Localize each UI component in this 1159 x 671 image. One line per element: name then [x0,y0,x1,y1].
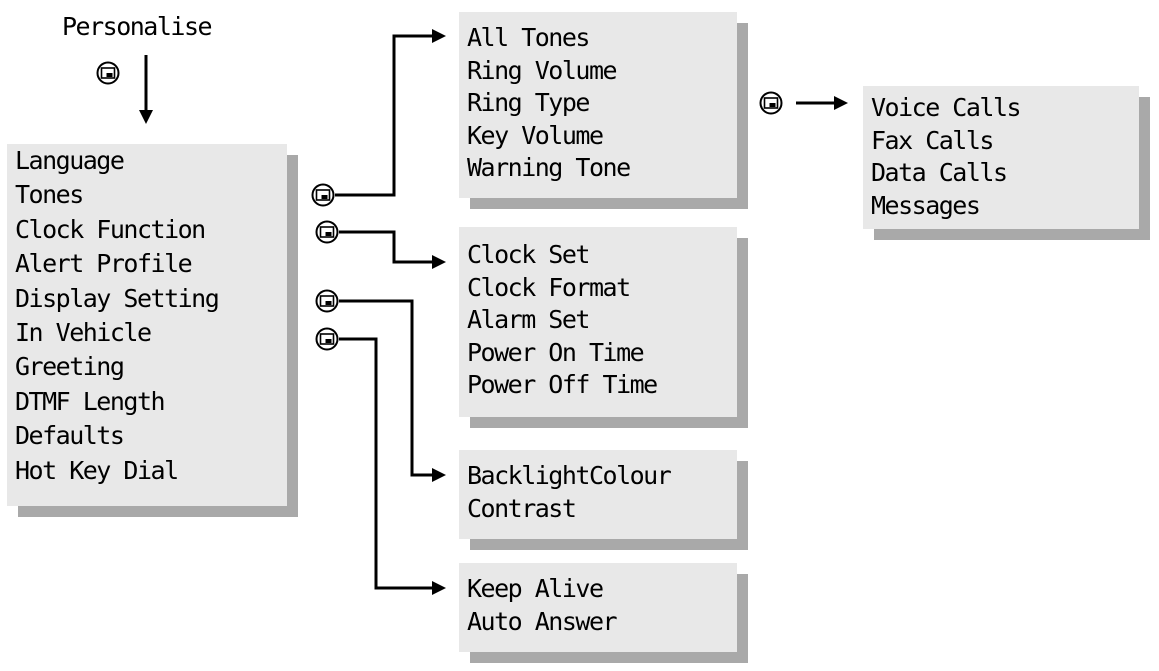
main-menu: Language Tones Clock Function Alert Prof… [7,144,287,506]
submenu-item-all-tones: All Tones [467,23,590,52]
menu-item-hot-key-dial: Hot Key Dial [15,455,179,485]
submenu-item-auto-answer: Auto Answer [467,606,618,636]
select-key-icon [315,220,339,244]
submenu-item-backlight-colour: BacklightColour [467,461,672,490]
submenu-item-voice-calls: Voice Calls [871,93,1022,122]
menu-item-defaults: Defaults [15,421,125,451]
menu-item-language: Language [15,146,125,175]
diagram-title: Personalise [62,12,213,41]
connector-clock-function [339,230,446,269]
menu-item-tones: Tones [15,180,84,210]
display-setting-submenu: BacklightColour Contrast [459,450,737,539]
submenu-item-keep-alive: Keep Alive [467,574,604,603]
submenu-item-ring-volume: Ring Volume [467,55,618,85]
select-key-icon [96,61,120,85]
connector-display-setting [339,299,446,482]
menu-item-display-setting: Display Setting [15,283,220,313]
ring-type-submenu: Voice Calls Fax Calls Data Calls Message… [863,86,1139,229]
clock-function-submenu: Clock Set Clock Format Alarm Set Power O… [459,227,737,417]
select-key-icon [315,289,339,313]
menu-item-in-vehicle: In Vehicle [15,317,152,347]
menu-item-dtmf-length: DTMF Length [15,386,166,416]
submenu-item-warning-tone: Warning Tone [467,153,631,182]
arrow-down-icon [139,55,153,124]
select-key-icon [315,327,339,351]
connector-in-vehicle [339,337,446,595]
submenu-item-clock-format: Clock Format [467,272,631,302]
select-key-icon [759,91,783,115]
connector-tones [335,29,446,197]
menu-item-greeting: Greeting [15,352,125,382]
select-key-icon [311,183,335,207]
menu-item-alert-profile: Alert Profile [15,249,193,279]
submenu-item-power-off-time: Power Off Time [467,370,658,399]
submenu-item-data-calls: Data Calls [871,158,1008,187]
submenu-item-contrast: Contrast [467,493,577,523]
submenu-item-fax-calls: Fax Calls [871,125,994,155]
submenu-item-clock-set: Clock Set [467,240,590,269]
menu-item-clock-function: Clock Function [15,214,206,244]
submenu-item-ring-type: Ring Type [467,88,590,117]
submenu-item-alarm-set: Alarm Set [467,305,590,334]
in-vehicle-submenu: Keep Alive Auto Answer [459,563,737,652]
submenu-item-messages: Messages [871,190,981,220]
tones-submenu: All Tones Ring Volume Ring Type Key Volu… [459,12,737,198]
connector-ring-type [796,96,848,110]
submenu-item-power-on-time: Power On Time [467,337,645,367]
submenu-item-key-volume: Key Volume [467,120,604,150]
